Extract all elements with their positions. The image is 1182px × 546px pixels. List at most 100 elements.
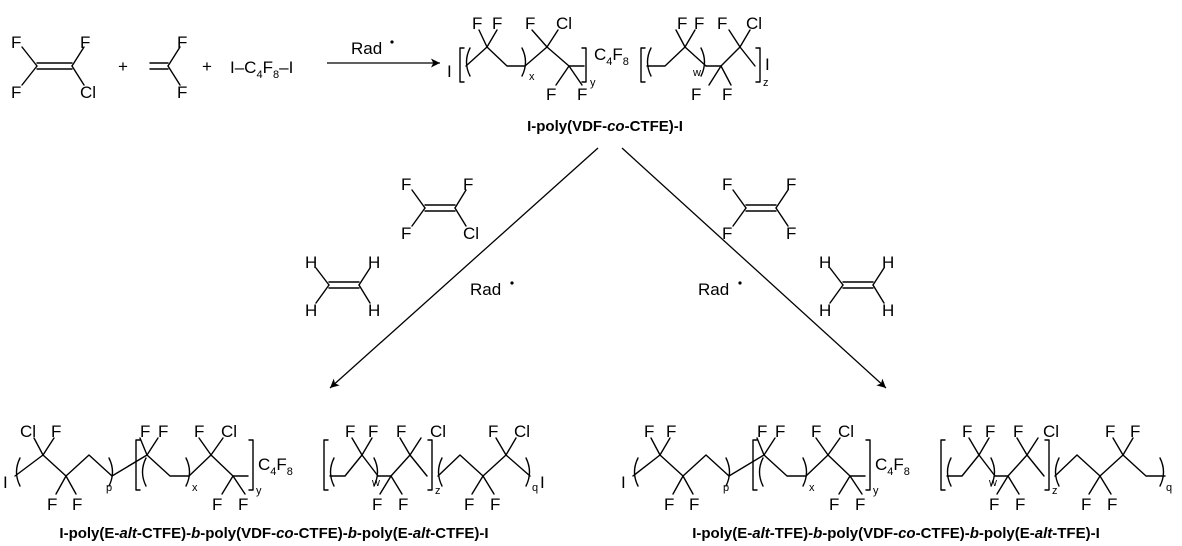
radical-dot: [390, 40, 394, 44]
bracket-open: [752, 439, 758, 491]
right-tfe-monomer: F F F F: [722, 175, 796, 243]
atom-label: F: [396, 422, 406, 441]
bond: [198, 437, 212, 456]
atom-label: F: [691, 85, 701, 104]
product1-caption: I-poly(VDF-co-CTFE)-I: [527, 118, 683, 135]
bond: [146, 437, 159, 456]
atom-label: F: [492, 14, 502, 33]
atom-label: Cl: [221, 422, 237, 441]
atom-label: Cl: [463, 224, 479, 243]
vdf-monomer: F F: [149, 33, 187, 102]
bond: [232, 475, 246, 495]
chain-backbone: [705, 46, 756, 67]
radical-dot: [510, 281, 514, 285]
atom-label: F: [212, 495, 222, 514]
atom-label: H: [368, 253, 380, 272]
atom-label: F: [985, 422, 995, 441]
bond: [732, 207, 747, 227]
atom-label: F: [177, 83, 187, 102]
subscript-y: y: [590, 77, 596, 89]
bond: [409, 437, 422, 456]
chain-backbone: [1054, 454, 1166, 477]
end-group-iodine: I: [765, 55, 770, 74]
left-product-structure: I Cl F F F p F F x F Cl F F y C4F8: [3, 422, 545, 514]
chain-backbone: [946, 454, 996, 477]
atom-label: F: [401, 224, 411, 243]
paren-close: [108, 457, 114, 487]
bond: [1088, 475, 1101, 495]
bond: [728, 29, 741, 48]
paren-close: [521, 47, 527, 77]
bond: [1122, 437, 1134, 456]
right-product-caption: I-poly(E-alt-TFE)-b-poly(VDF-co-CTFE)-b-…: [692, 525, 1100, 542]
bond: [684, 29, 696, 48]
subscript-w: w: [692, 67, 701, 79]
bond: [471, 475, 484, 495]
product1-structure: I F F x F Cl F F y C4F8 F F w F F: [447, 14, 770, 104]
atom-label: F: [786, 224, 796, 243]
paren-close: [525, 457, 531, 487]
bond: [315, 284, 330, 304]
bond: [21, 65, 38, 86]
bond: [815, 437, 829, 456]
subscript-y: y: [873, 485, 879, 497]
atom-label: F: [488, 422, 498, 441]
bond: [568, 65, 583, 86]
plus-sign: +: [118, 57, 128, 76]
chain-backbone: [437, 454, 531, 477]
paren-close: [802, 457, 808, 487]
atom-label: F: [464, 495, 474, 514]
left-reagent: Rad: [470, 280, 501, 299]
end-group-iodine: I: [621, 473, 626, 492]
subscript-y: y: [256, 485, 262, 497]
atom-label: F: [140, 422, 150, 441]
atom-label: F: [345, 422, 355, 441]
atom-label: F: [1013, 422, 1023, 441]
bond: [872, 267, 885, 286]
atom-label: F: [577, 85, 587, 104]
chain-backbone: [465, 46, 526, 67]
bond: [167, 65, 181, 86]
atom-label: Cl: [20, 422, 36, 441]
bond: [1099, 475, 1112, 495]
bracket-close: [865, 439, 871, 491]
right-reagent: Rad: [698, 280, 729, 299]
atom-label: Cl: [430, 422, 446, 441]
chain-backbone: [14, 454, 113, 477]
bond: [829, 267, 844, 286]
paren-open: [15, 457, 21, 487]
chain-backbone: [994, 454, 1045, 477]
atom-label: F: [11, 83, 21, 102]
bracket-close: [581, 47, 587, 83]
bond: [827, 437, 841, 456]
atom-label: Cl: [556, 14, 572, 33]
paren-open: [646, 47, 652, 77]
subscript-z: z: [435, 485, 441, 497]
bond: [390, 475, 403, 495]
end-group-iodine: I: [540, 473, 545, 492]
paren-close: [700, 47, 706, 77]
atom-label: F: [717, 14, 727, 33]
atom-label: H: [305, 253, 317, 272]
bracket-close: [1044, 439, 1050, 491]
bond: [546, 29, 559, 48]
atom-label: F: [962, 422, 972, 441]
chain-backbone: [805, 454, 866, 477]
bond: [756, 437, 765, 456]
chain-backbone: [329, 454, 379, 477]
c4f8-linker: C4F8: [594, 45, 629, 68]
bond: [411, 207, 426, 227]
subscript-z: z: [763, 77, 769, 89]
subscript-x: x: [809, 482, 815, 494]
atom-label: F: [722, 85, 732, 104]
atom-label: F: [1015, 495, 1025, 514]
chain-backbone: [111, 454, 190, 477]
bond: [732, 189, 747, 209]
paren-close: [185, 457, 191, 487]
subscript-x: x: [529, 71, 535, 83]
bracket-open: [459, 47, 465, 83]
bond: [1026, 437, 1039, 456]
bond: [358, 267, 371, 286]
